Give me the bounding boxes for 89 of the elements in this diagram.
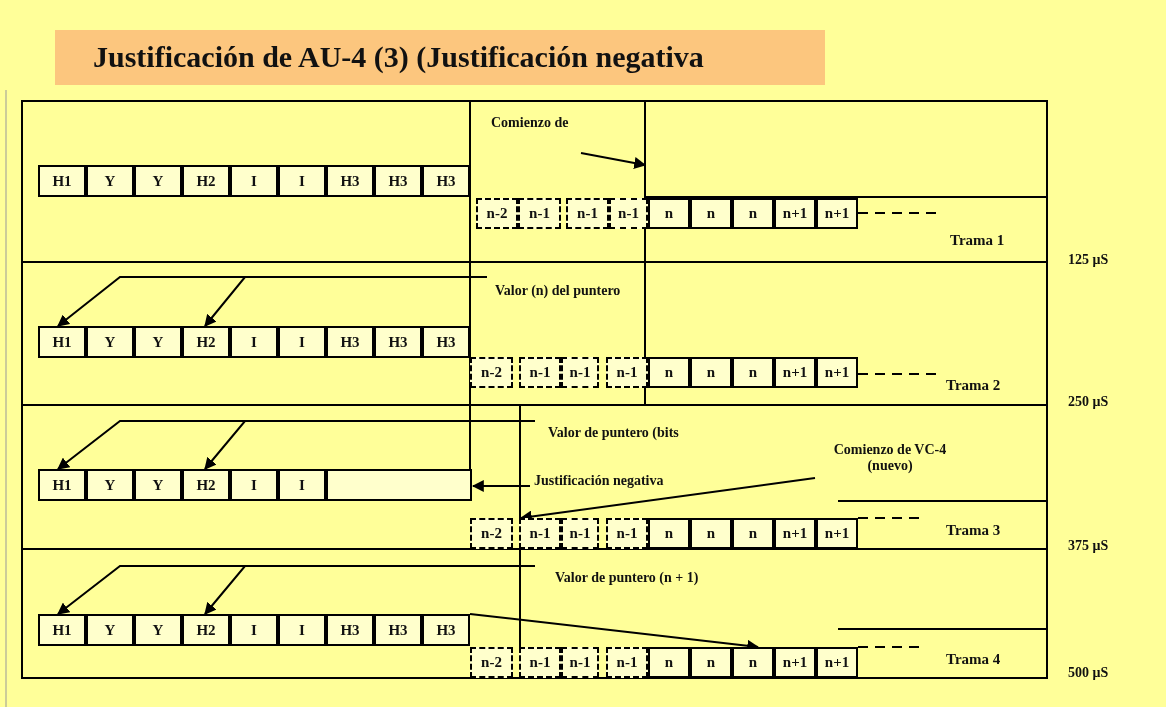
annotation-text: Justificación negativa bbox=[534, 472, 699, 490]
payload-byte-cell: n+1 bbox=[774, 198, 816, 229]
frame-byte-cell: Y bbox=[86, 326, 134, 358]
time-label: 375 μS bbox=[1068, 538, 1109, 554]
frame-byte-cell: H3 bbox=[422, 165, 470, 197]
annotation-text: Valor (n) del puntero bbox=[495, 281, 655, 301]
payload-byte-cell: n bbox=[690, 518, 732, 549]
frame-byte-cell: I bbox=[230, 165, 278, 197]
dashed-byte-cell: n-1 bbox=[566, 198, 609, 229]
payload-byte-cell: n bbox=[690, 198, 732, 229]
dashed-byte-cell: n-1 bbox=[609, 198, 648, 229]
payload-byte-cell: n+1 bbox=[774, 357, 816, 388]
payload-byte-cell: n+1 bbox=[816, 198, 858, 229]
arrow bbox=[204, 565, 536, 615]
frame-byte-cell: H2 bbox=[182, 326, 230, 358]
frame-byte-cell: I bbox=[278, 469, 326, 501]
frame-byte-cell: H1 bbox=[38, 165, 86, 197]
annotation-text: Comienzo de bbox=[491, 113, 591, 133]
frame-byte-cell: I bbox=[278, 165, 326, 197]
frame-label: Trama 1 bbox=[950, 232, 1005, 249]
arrow bbox=[204, 420, 536, 470]
frame-byte-cell: Y bbox=[134, 165, 182, 197]
payload-byte-cell: n+1 bbox=[816, 518, 858, 549]
dashed-byte-cell: n-1 bbox=[561, 357, 599, 388]
dashed-byte-cell: n-1 bbox=[518, 198, 561, 229]
arrow bbox=[471, 480, 531, 492]
frame-byte-cell: H1 bbox=[38, 469, 86, 501]
dashed-byte-cell: n-1 bbox=[561, 647, 599, 678]
payload-byte-cell: n bbox=[648, 518, 690, 549]
payload-byte-cell: n bbox=[732, 198, 774, 229]
frame-byte-cell: Y bbox=[86, 614, 134, 646]
frame-byte-cell: Y bbox=[86, 165, 134, 197]
frame-byte-cell: H3 bbox=[374, 165, 422, 197]
frame-label: Trama 2 bbox=[946, 377, 1001, 394]
payload-byte-cell: n bbox=[732, 518, 774, 549]
payload-byte-cell: n bbox=[648, 647, 690, 678]
dashed-byte-cell: n-1 bbox=[561, 518, 599, 549]
dashed-byte-cell: n-1 bbox=[606, 518, 648, 549]
dashed-byte-cell: n-2 bbox=[470, 357, 513, 388]
frame-label: Trama 4 bbox=[946, 651, 1001, 668]
frame-byte-cell: H2 bbox=[182, 165, 230, 197]
frame-byte-cell: H3 bbox=[374, 326, 422, 358]
arrow bbox=[204, 276, 488, 327]
frame-byte-cell: I bbox=[230, 326, 278, 358]
frame-byte-cell: I bbox=[230, 614, 278, 646]
dashed-byte-cell: n-1 bbox=[606, 647, 648, 678]
dashed-byte-cell: n-1 bbox=[519, 357, 561, 388]
dashed-byte-cell: n-2 bbox=[476, 198, 518, 229]
arrow bbox=[580, 152, 647, 169]
frame-byte-cell: H1 bbox=[38, 614, 86, 646]
frame-byte-cell: Y bbox=[134, 469, 182, 501]
frame-byte-cell: H3 bbox=[326, 614, 374, 646]
frame-byte-cell: H3 bbox=[374, 614, 422, 646]
payload-byte-cell: n+1 bbox=[774, 518, 816, 549]
frame-byte-cell: Y bbox=[134, 326, 182, 358]
frame-byte-cell: H2 bbox=[182, 614, 230, 646]
payload-byte-cell: n bbox=[732, 647, 774, 678]
annotation-text: Valor de puntero (bits bbox=[548, 423, 718, 443]
frame-byte-cell: H3 bbox=[422, 614, 470, 646]
payload-byte-cell: n bbox=[648, 198, 690, 229]
frame-byte-cell: I bbox=[278, 614, 326, 646]
frame-label: Trama 3 bbox=[946, 522, 1001, 539]
frame-byte-cell: H1 bbox=[38, 326, 86, 358]
frame-byte-cell: I bbox=[278, 326, 326, 358]
frame-byte-cell: H3 bbox=[326, 165, 374, 197]
title: Justificación de AU-4 (3) (Justificación negativa bbox=[55, 30, 825, 85]
dashed-byte-cell: n-1 bbox=[519, 518, 561, 549]
payload-byte-cell: n+1 bbox=[816, 357, 858, 388]
frame-byte-cell: Y bbox=[134, 614, 182, 646]
frame-byte-cell: I bbox=[230, 469, 278, 501]
time-label: 250 μS bbox=[1068, 394, 1109, 410]
time-label: 125 μS bbox=[1068, 252, 1109, 268]
frame-byte-cell: H2 bbox=[182, 469, 230, 501]
annotation-text: Valor de puntero (n + 1) bbox=[555, 568, 735, 588]
payload-byte-cell: n bbox=[690, 357, 732, 388]
payload-byte-cell: n+1 bbox=[774, 647, 816, 678]
annotation-text: Comienzo de VC-4 (nuevo) bbox=[815, 438, 965, 478]
dashed-byte-cell: n-1 bbox=[519, 647, 561, 678]
time-label: 500 μS bbox=[1068, 665, 1109, 681]
payload-byte-cell: n+1 bbox=[816, 647, 858, 678]
payload-byte-cell: n bbox=[690, 647, 732, 678]
payload-byte-cell: n bbox=[732, 357, 774, 388]
frame-byte-cell: H3 bbox=[326, 326, 374, 358]
dashed-byte-cell: n-1 bbox=[606, 357, 648, 388]
dashed-byte-cell: n-2 bbox=[470, 518, 513, 549]
payload-byte-cell: n bbox=[648, 357, 690, 388]
frame-byte-cell: H3 bbox=[422, 326, 470, 358]
dashed-byte-cell: n-2 bbox=[470, 647, 513, 678]
frame-byte-cell: Y bbox=[86, 469, 134, 501]
